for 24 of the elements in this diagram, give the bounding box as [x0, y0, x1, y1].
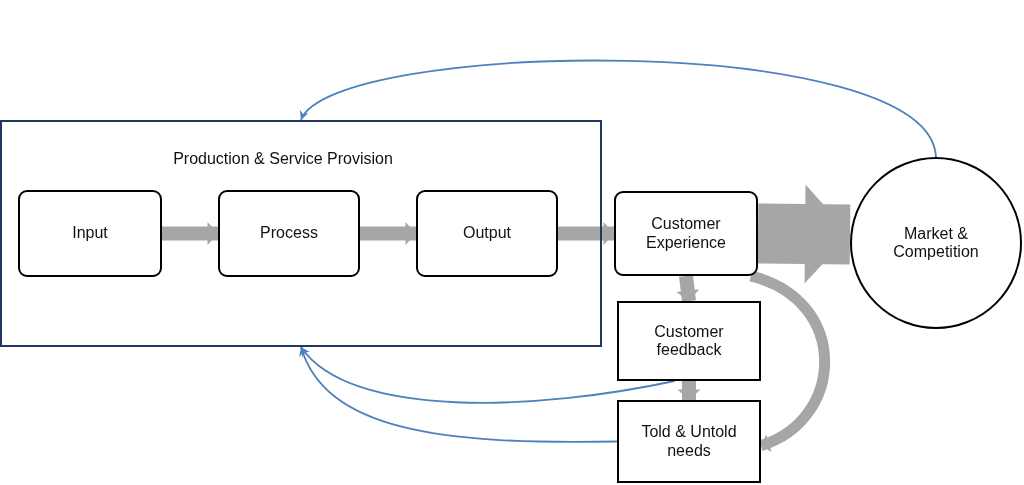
block-arrow [676, 275, 700, 302]
process-container [0, 120, 602, 347]
process-box [614, 191, 758, 276]
feedback-arrow [300, 60, 937, 158]
node-label: Customer feedback [653, 322, 725, 360]
node-label: Process [260, 224, 318, 243]
node-label: Market & Competition [892, 224, 980, 262]
block-arrow [162, 221, 218, 246]
block-arrow [677, 381, 701, 400]
block-arrow [558, 221, 614, 246]
node-label: Told & Untold needs [640, 423, 738, 460]
feedback-arrow [300, 346, 676, 404]
node-label: Input [72, 224, 108, 243]
node-label: Output [463, 224, 511, 243]
process-box [18, 190, 162, 277]
node-label: Customer Experience [644, 215, 727, 252]
block-arrow [757, 184, 851, 284]
feedback-arrow [300, 346, 618, 443]
block-arrow [360, 221, 416, 246]
process-box [416, 190, 558, 277]
process-box [617, 400, 761, 483]
panel-heading: Production & Service Provision [172, 150, 394, 169]
process-box [617, 301, 761, 381]
process-box [218, 190, 360, 277]
